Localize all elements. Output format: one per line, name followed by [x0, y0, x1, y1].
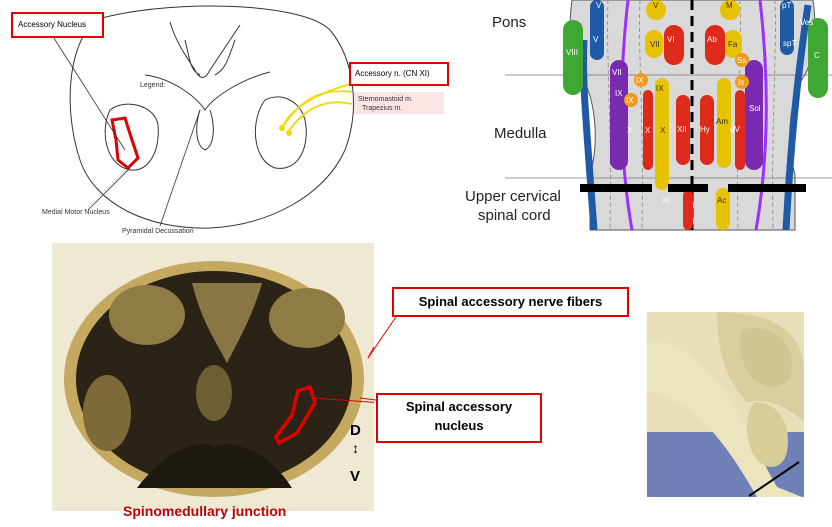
cord-outline [69, 5, 354, 229]
medial-motor-nucleus-label: Medial Motor Nucleus [42, 209, 110, 216]
accessory-nucleus-highlight [110, 116, 140, 171]
svg-text:Hy: Hy [700, 125, 710, 134]
spinal-accessory-nucleus-label: Spinal accessory nucleus [376, 393, 542, 443]
svg-text:IX: IX [656, 84, 664, 93]
sternomastoid-label: Sternomastoid m. [358, 96, 413, 103]
svg-text:Ves: Ves [800, 18, 813, 27]
right-horn-outline [254, 96, 307, 169]
svg-text:Ab: Ab [707, 35, 717, 44]
brain-specimen-photo [647, 312, 804, 497]
svg-text:V: V [653, 1, 659, 10]
upper-cervical-label-1: Upper cervical [465, 188, 561, 205]
svg-text:XII: XII [677, 125, 687, 134]
pyramidal-decussation-label: Pyramidal Decussation [122, 228, 194, 235]
orientation-d-label: D [350, 422, 361, 439]
svg-text:X: X [660, 126, 666, 135]
gray-matter-outline [144, 21, 271, 111]
svg-text:XI: XI [662, 196, 670, 205]
svg-text:Ss: Ss [737, 56, 746, 65]
spinomedullary-caption: Spinomedullary junction [123, 503, 287, 519]
orientation-v-label: V [350, 468, 361, 485]
svg-text:Am: Am [716, 117, 728, 126]
svg-text:X: X [645, 126, 651, 135]
svg-text:VIII: VIII [566, 48, 578, 57]
upper-cervical-label-2: spinal cord [478, 207, 551, 224]
svg-text:IX: IX [615, 89, 623, 98]
accessory-nucleus-label: Accessory Nucleus [11, 12, 104, 38]
svg-text:dV: dV [730, 125, 740, 134]
section-level-line [748, 461, 800, 497]
legend-label: Legend: [140, 82, 165, 89]
nucleus-labels: V V M pT Ves VIII V VII VI Ab Fa spT C V… [566, 1, 820, 205]
central-canal-outline [196, 109, 214, 151]
spinal-cord-outline-diagram: Legend: Medial Motor Nucleus Pyramidal D… [42, 5, 444, 235]
orientation-arrow-icon: ↕ [352, 440, 359, 456]
svg-text:C: C [814, 51, 820, 60]
accessory-n-label: Accessory n. (CN XI) [349, 62, 449, 86]
svg-text:pT: pT [782, 1, 791, 10]
svg-text:V: V [596, 1, 602, 10]
svg-text:VII: VII [650, 40, 660, 49]
svg-text:VI: VI [667, 35, 675, 44]
svg-text:X: X [627, 126, 633, 135]
svg-text:M: M [726, 1, 733, 10]
svg-text:Fa: Fa [728, 40, 738, 49]
svg-text:spT: spT [783, 39, 796, 48]
svg-text:V: V [593, 35, 599, 44]
left-horn-outline [104, 103, 159, 171]
spinal-accessory-nucleus-highlight [273, 384, 317, 446]
svg-text:Is: Is [738, 78, 744, 87]
medulla-label: Medulla [494, 125, 547, 142]
pons-label: Pons [492, 14, 526, 31]
svg-text:Sol: Sol [749, 104, 761, 113]
brainstem-nuclei-diagram: Pons Medulla Upper cervical spinal cord [465, 0, 832, 231]
trapezius-label: Trapezius m. [362, 105, 402, 112]
svg-text:IX: IX [626, 96, 634, 105]
svg-text:IX: IX [636, 76, 644, 85]
stained-section-image [52, 243, 374, 511]
spinal-accessory-nerve-fibers-label: Spinal accessory nerve fibers [392, 287, 629, 317]
nucleus-label-line-1: Spinal accessory [405, 399, 513, 414]
muscle-legend-box [354, 92, 444, 114]
svg-text:Ac: Ac [717, 196, 726, 205]
accessory-nerve-lines [281, 83, 353, 133]
svg-text:VII: VII [612, 68, 622, 77]
nucleus-label-line-2: nucleus [434, 418, 484, 433]
